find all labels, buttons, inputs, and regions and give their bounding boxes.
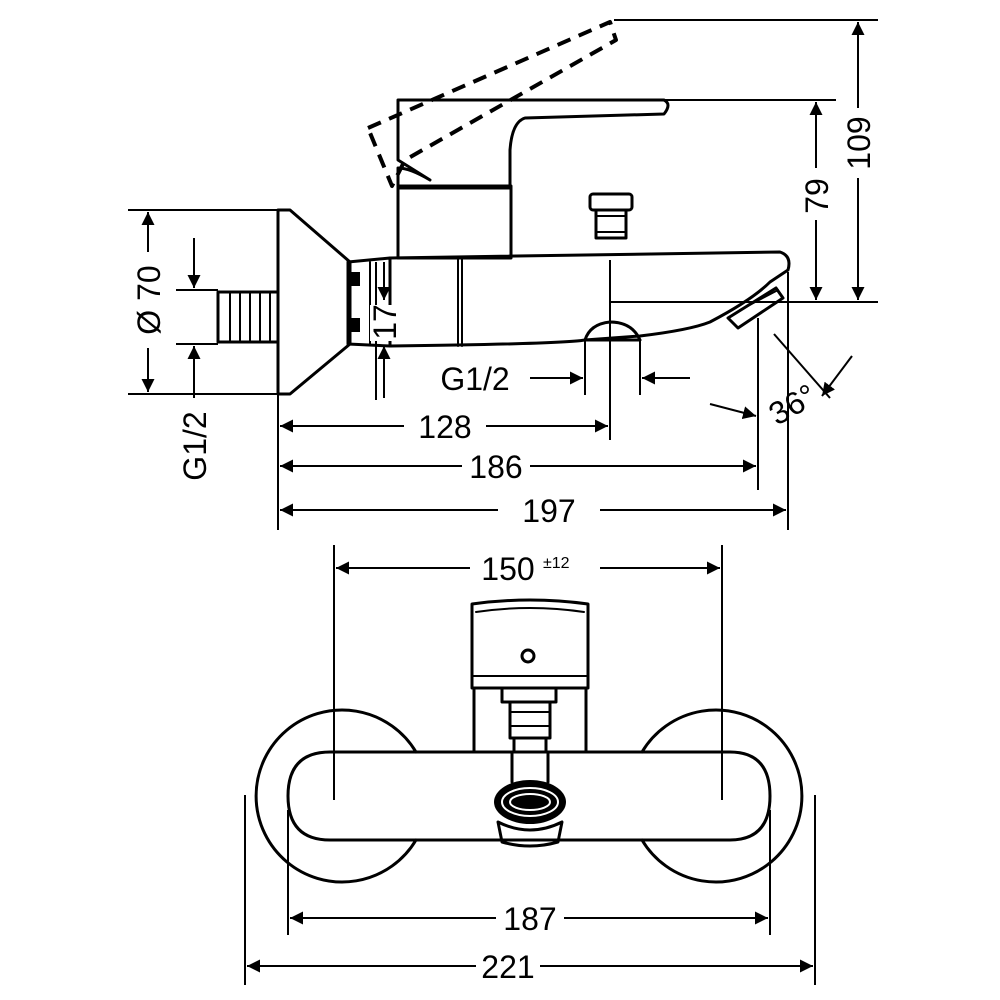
dim-label-diameter-70: Ø 70 (131, 265, 167, 334)
side-view: 109 79 Ø 70 G1/2 17 G1/2 36° 128 186 197 (128, 19, 878, 530)
dim-label-tolerance: ±12 (543, 555, 570, 572)
spout-aerator (726, 286, 785, 330)
dim-label-128: 128 (418, 409, 471, 445)
front-view: 150 ±12 187 221 (244, 545, 816, 985)
lever-raised-outline (366, 20, 618, 188)
dim-label-150: 150 (481, 551, 534, 587)
dim-label-g12-left: G1/2 (177, 411, 213, 480)
threaded-connector (216, 290, 280, 344)
rosette-right (640, 708, 804, 884)
dim-arrow-angle-left (709, 403, 757, 420)
wall-rosette (276, 208, 352, 396)
lever (396, 98, 670, 190)
dim-label-197: 197 (522, 493, 575, 529)
dim-label-79: 79 (799, 178, 835, 214)
lever-front (470, 598, 590, 690)
dim-arrow-angle-right (821, 355, 853, 397)
mixer-body-spout (388, 250, 791, 348)
dim-label-g12-outlet: G1/2 (440, 361, 509, 397)
mixer-body-front (286, 750, 772, 842)
rosette-left (254, 708, 418, 884)
dim-label-17: 17 (367, 304, 403, 340)
dim-label-186: 186 (469, 449, 522, 485)
dim-label-angle-36: 36° (763, 377, 823, 432)
cartridge-housing (396, 184, 513, 260)
diverter-knob (588, 192, 634, 240)
dim-label-109: 109 (841, 116, 877, 169)
extension-lines (128, 19, 878, 530)
spout-outlet-front (494, 750, 566, 848)
cartridge-front (472, 686, 588, 754)
dim-label-187: 187 (503, 901, 556, 937)
dim-label-221: 221 (481, 949, 534, 985)
diverter-front (500, 686, 558, 754)
